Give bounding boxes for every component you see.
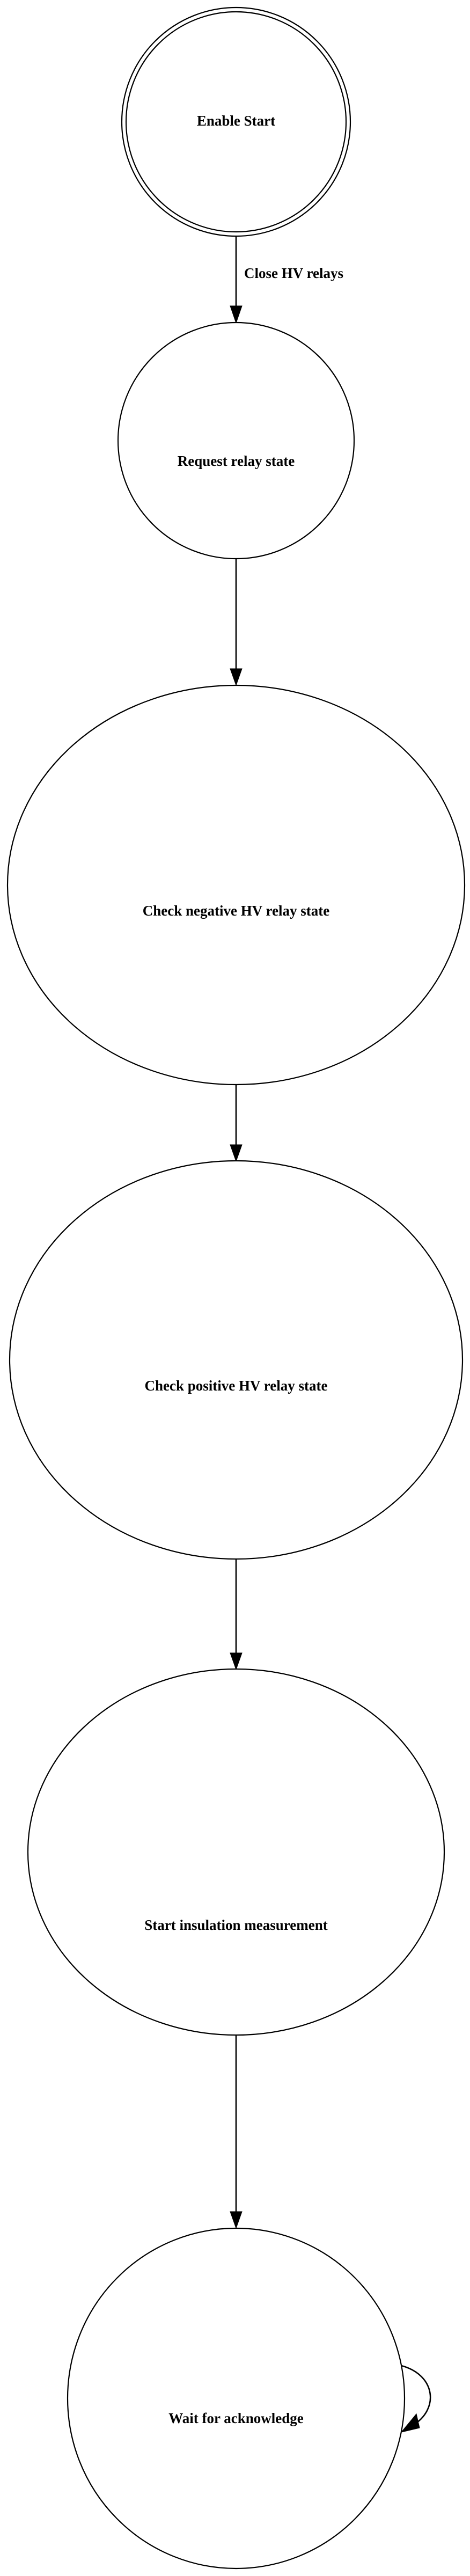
arrowhead-icon bbox=[230, 668, 243, 686]
state-label: Wait for acknowledge bbox=[168, 2410, 304, 2426]
state-check-positive-hv-relay-state[interactable]: Check positive HV relay state bbox=[9, 1160, 464, 1560]
state-label: Check positive HV relay state bbox=[145, 1378, 328, 1394]
self-loop-line bbox=[401, 2365, 431, 2427]
arrowhead-icon bbox=[230, 1652, 243, 1671]
state-wait-for-acknowledge[interactable]: Wait for acknowledge bbox=[67, 2227, 406, 2570]
state-label: Request relay state bbox=[178, 453, 295, 469]
transition-wait-for-acknowledge-self-loop[interactable] bbox=[400, 2365, 431, 2433]
state-circle bbox=[9, 1160, 464, 1560]
arrowhead-icon bbox=[400, 2413, 420, 2433]
state-start-insulation-measurement[interactable]: Start insulation measurement bbox=[27, 1668, 445, 2036]
arrowhead-icon bbox=[230, 1144, 243, 1162]
transition-check-positive-to-start-insulation-measurement[interactable] bbox=[230, 1559, 243, 1671]
state-enable-start[interactable]: Enable Start bbox=[121, 6, 351, 237]
state-label: Enable Start bbox=[197, 113, 275, 129]
arrowhead-icon bbox=[230, 2211, 243, 2229]
arrowhead-icon bbox=[230, 305, 243, 324]
state-check-negative-hv-relay-state[interactable]: Check negative HV relay state bbox=[6, 684, 466, 1086]
transition-enable-start-to-request-relay-state[interactable] bbox=[230, 237, 243, 324]
state-circle bbox=[67, 2227, 406, 2570]
transition-label-close-hv-relays: Close HV relays bbox=[244, 265, 343, 281]
state-label: Check negative HV relay state bbox=[143, 903, 329, 919]
transition-request-relay-state-to-check-negative-hv-relay-state[interactable] bbox=[230, 559, 243, 686]
state-circle bbox=[6, 684, 466, 1086]
state-circle bbox=[27, 1668, 445, 2036]
state-circle bbox=[117, 321, 355, 560]
transition-start-insulation-measurement-to-wait-for-acknowledge[interactable] bbox=[230, 2035, 243, 2229]
transition-check-negative-to-check-positive[interactable] bbox=[230, 1085, 243, 1162]
state-inner-circle bbox=[125, 11, 347, 233]
state-label: Start insulation measurement bbox=[144, 1917, 328, 1933]
state-request-relay-state[interactable]: Request relay state bbox=[117, 321, 355, 560]
